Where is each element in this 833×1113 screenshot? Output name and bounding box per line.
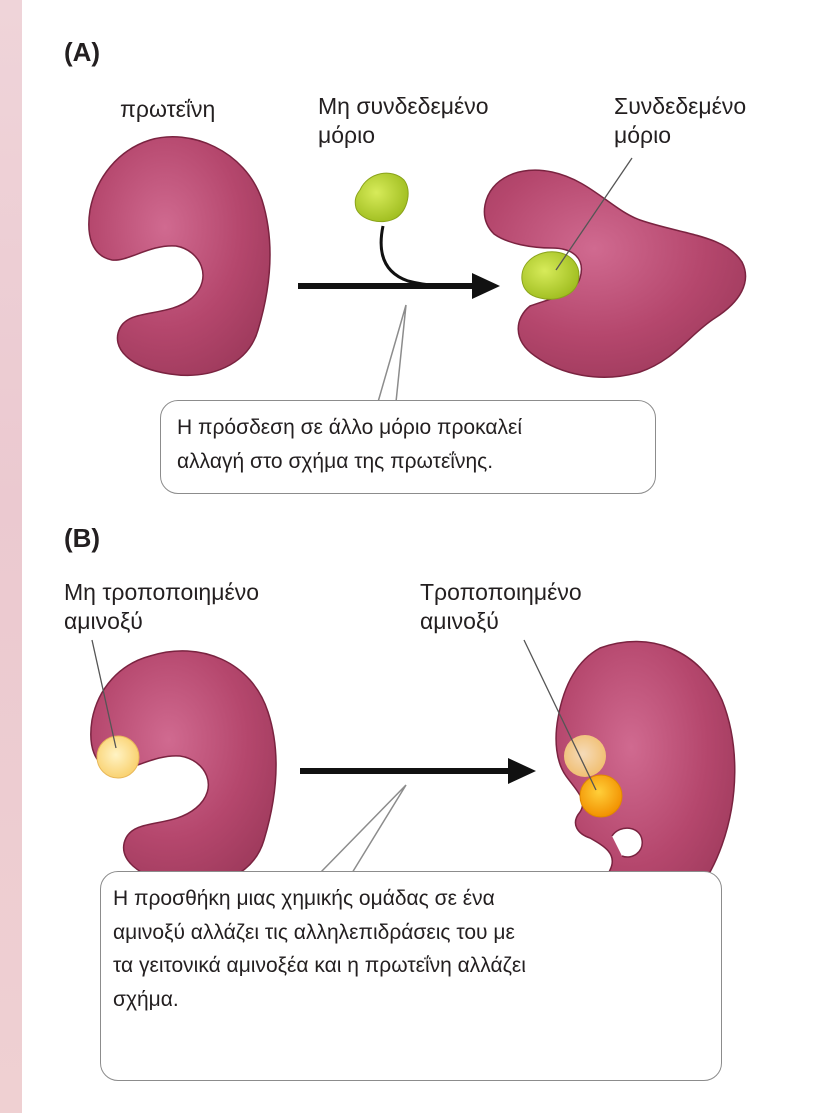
- ligand-bound-shape: [522, 252, 579, 299]
- caption-a-line2: αλλαγή στο σχήμα της πρωτεΐνης.: [177, 445, 655, 479]
- callout-pointer-b: [320, 785, 406, 873]
- caption-a-callout: Η πρόσδεση σε άλλο μόριο προκαλεί αλλαγή…: [160, 400, 656, 494]
- callout-pointer-a: [378, 305, 406, 402]
- bound-molecule-label: Συνδεδεμένο μόριο: [614, 92, 746, 150]
- ligand-unbound-shape: [355, 173, 408, 222]
- unmodified-amino-label-line2: αμινοξύ: [64, 607, 259, 636]
- caption-b-line2: αμινοξύ αλλάζει τις αλληλεπιδράσεις του …: [113, 916, 721, 950]
- protein-label: πρωτεΐνη: [120, 95, 215, 124]
- amino-acid-modified: [580, 775, 622, 817]
- reaction-arrowhead-a: [472, 273, 500, 299]
- caption-b-line4: σχήμα.: [113, 983, 721, 1017]
- amino-acid-unmodified: [97, 736, 139, 778]
- unbound-molecule-label: Μη συνδεδεμένο μόριο: [318, 92, 489, 150]
- caption-b-line1: Η προσθήκη μιας χημικής ομάδας σε ένα: [113, 882, 721, 916]
- unmodified-amino-label-line1: Μη τροποποιημένο: [64, 578, 259, 607]
- amino-acid-halo: [564, 735, 606, 777]
- caption-b-line3: τα γειτονικά αμινοξέα και η πρωτεΐνη αλλ…: [113, 949, 721, 983]
- bound-molecule-label-line2: μόριο: [614, 121, 746, 150]
- caption-b-callout: Η προσθήκη μιας χημικής ομάδας σε ένα αμ…: [100, 871, 722, 1081]
- panel-b-label: (B): [64, 522, 100, 555]
- unbound-molecule-label-line1: Μη συνδεδεμένο: [318, 92, 489, 121]
- modified-amino-label-line2: αμινοξύ: [420, 607, 582, 636]
- reaction-arrowhead-b: [508, 758, 536, 784]
- unbound-molecule-label-line2: μόριο: [318, 121, 489, 150]
- modified-amino-label-line1: Τροποποιημένο: [420, 578, 582, 607]
- modified-amino-label: Τροποποιημένο αμινοξύ: [420, 578, 582, 636]
- caption-a-line1: Η πρόσδεση σε άλλο μόριο προκαλεί: [177, 411, 655, 445]
- bound-molecule-label-line1: Συνδεδεμένο: [614, 92, 746, 121]
- panel-a-label: (A): [64, 36, 100, 69]
- ligand-binding-arrow: [381, 226, 470, 286]
- protein-unbound-shape: [89, 137, 270, 375]
- unmodified-amino-label: Μη τροποποιημένο αμινοξύ: [64, 578, 259, 636]
